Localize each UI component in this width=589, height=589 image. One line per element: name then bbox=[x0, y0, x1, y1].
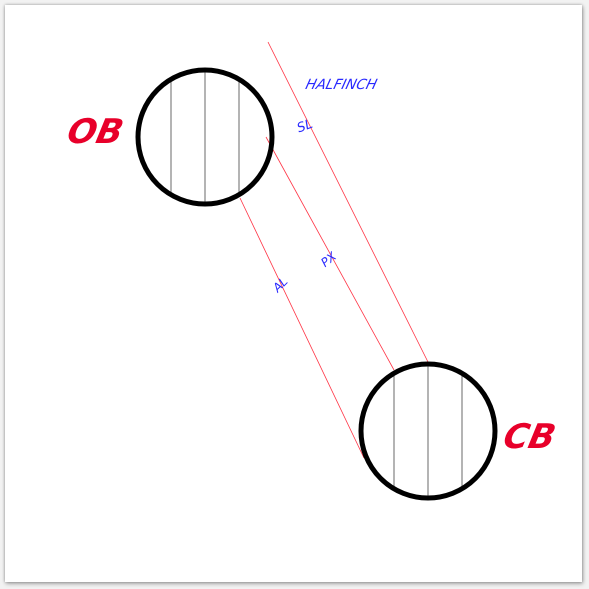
guide-line-px bbox=[265, 136, 395, 371]
cb-label: CB bbox=[500, 417, 559, 457]
ob-circle bbox=[135, 67, 275, 207]
guide-line-al bbox=[239, 197, 365, 459]
halfinch-label: HALFINCH bbox=[304, 77, 379, 93]
al-label: AL bbox=[269, 274, 290, 295]
cb-circle-group bbox=[358, 361, 498, 501]
ob-circle-group bbox=[135, 67, 275, 207]
diagram-frame bbox=[5, 5, 582, 582]
sl-label: SL bbox=[295, 117, 315, 136]
cb-circle bbox=[358, 361, 498, 501]
ob-label: OB bbox=[64, 112, 127, 152]
px-label: PX bbox=[318, 249, 339, 270]
guide-line-halfinch bbox=[267, 41, 431, 367]
